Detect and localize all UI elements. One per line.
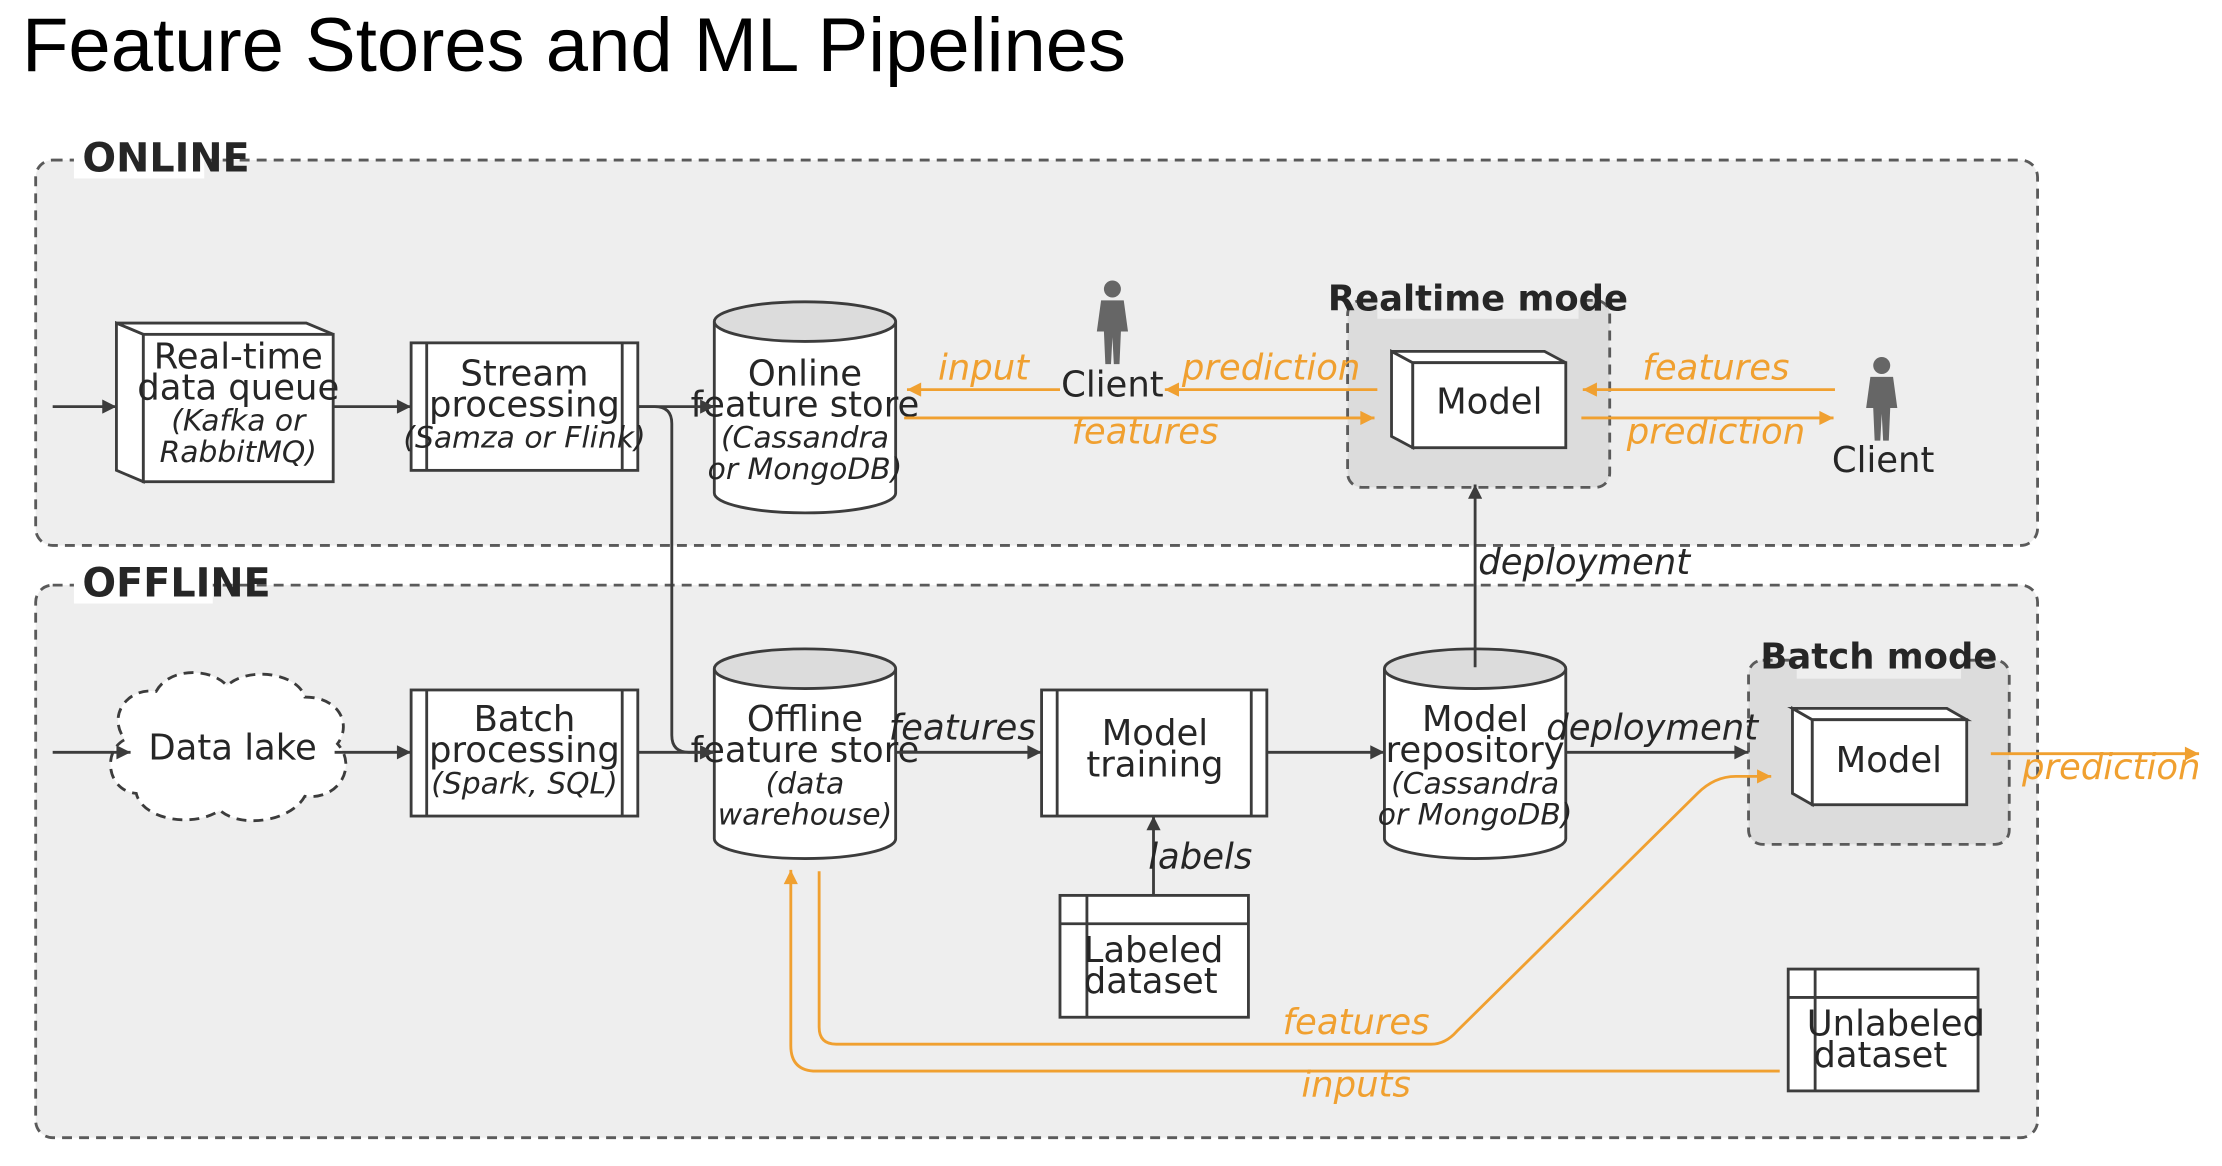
client-person-icon-2 bbox=[1866, 357, 1898, 441]
edge-label-labels: labels bbox=[1148, 836, 1252, 877]
realtime-label-bg bbox=[1377, 284, 1579, 319]
batch-model: Model bbox=[1787, 705, 1973, 808]
batch-label-bg bbox=[1796, 644, 1962, 679]
queue-label-2: data queue bbox=[137, 368, 339, 409]
edge-label-inputs: inputs bbox=[1301, 1065, 1411, 1106]
batch-label-1: Batch bbox=[474, 699, 576, 740]
offline-feature-store: Offline feature store (data warehouse) bbox=[691, 647, 920, 860]
offline-group bbox=[34, 583, 2039, 1140]
model-training: Model training bbox=[1040, 688, 1269, 818]
edge-label-features-offline: features bbox=[889, 708, 1036, 749]
online-store-label-1: Online bbox=[748, 353, 862, 394]
training-label-2: training bbox=[1086, 744, 1223, 785]
client-label: Client bbox=[1061, 365, 1164, 406]
model-repository: Model repository (Cassandra or MongoDB) bbox=[1378, 647, 1573, 860]
realtime-mode-label: Realtime mode bbox=[1328, 278, 1628, 319]
labeled-label-1: Labeled bbox=[1084, 930, 1224, 971]
batch-mode-label: Batch mode bbox=[1760, 637, 1997, 678]
repo-sub-1: (Cassandra bbox=[1391, 766, 1559, 801]
queue-sub-1: (Kafka or bbox=[171, 404, 307, 439]
data-lake-label: Data lake bbox=[148, 727, 316, 768]
stream-sub: (Samza or Flink) bbox=[403, 421, 645, 456]
online-store-sub-1: (Cassandra bbox=[721, 421, 889, 456]
offline-store-label-2: feature store bbox=[691, 730, 920, 771]
offline-group-label: OFFLINE bbox=[82, 560, 270, 606]
unlabeled-dataset: Unlabeled dataset bbox=[1786, 967, 1985, 1093]
realtime-data-queue: Real-time data queue (Kafka or RabbitMQ) bbox=[115, 320, 339, 484]
online-feature-store: Online feature store (Cassandra or Mongo… bbox=[691, 300, 920, 515]
edge-label-features-client: features bbox=[1642, 348, 1789, 389]
training-label-1: Model bbox=[1102, 713, 1208, 754]
queue-label-1: Real-time bbox=[154, 336, 323, 377]
repo-label-1: Model bbox=[1422, 699, 1528, 740]
edge-label-input: input bbox=[938, 348, 1030, 389]
labeled-label-2: dataset bbox=[1084, 961, 1218, 1002]
data-lake-cloud: Data lake bbox=[109, 671, 348, 823]
offline-store-sub-1: (data bbox=[766, 766, 845, 801]
online-store-label-2: feature store bbox=[691, 385, 920, 426]
batch-model-label: Model bbox=[1836, 740, 1942, 781]
client-label-2: Client bbox=[1832, 440, 1935, 481]
edge-label-features-online: features bbox=[1071, 411, 1218, 452]
stream-label-1: Stream bbox=[460, 353, 588, 394]
repo-label-2: repository bbox=[1386, 730, 1565, 771]
arrow-inputs-to-offline-store bbox=[783, 869, 1780, 1073]
realtime-model-label: Model bbox=[1436, 382, 1542, 423]
stream-label-2: processing bbox=[429, 385, 620, 426]
edge-label-features-batch: features bbox=[1283, 1002, 1430, 1043]
batch-label-2: processing bbox=[429, 730, 620, 771]
offline-label-bg bbox=[73, 566, 213, 604]
offline-store-label-1: Offline bbox=[747, 699, 863, 740]
client-person-icon bbox=[1096, 280, 1129, 365]
edge-label-prediction-client2: prediction bbox=[1626, 411, 1805, 452]
labeled-dataset: Labeled dataset bbox=[1058, 893, 1250, 1019]
page-title: Feature Stores and ML Pipelines bbox=[22, 3, 1127, 88]
unlabeled-label-1: Unlabeled bbox=[1807, 1004, 1985, 1045]
online-label-bg bbox=[73, 141, 205, 179]
unlabeled-label-2: dataset bbox=[1813, 1035, 1947, 1076]
batch-sub: (Spark, SQL) bbox=[431, 766, 617, 801]
batch-processing: Batch processing (Spark, SQL) bbox=[409, 688, 640, 818]
edge-label-prediction-batch: prediction bbox=[2021, 747, 2200, 788]
arrow-features-to-batch-model bbox=[817, 769, 1772, 1046]
edge-label-prediction: prediction bbox=[1181, 348, 1360, 389]
online-group-label: ONLINE bbox=[82, 135, 249, 181]
online-store-sub-2: or MongoDB) bbox=[708, 452, 903, 487]
edge-label-deployment-batch: deployment bbox=[1546, 708, 1759, 749]
stream-processing: Stream processing (Samza or Flink) bbox=[403, 341, 646, 472]
edge-label-deployment-realtime: deployment bbox=[1478, 542, 1691, 583]
repo-sub-2: or MongoDB) bbox=[1378, 798, 1573, 833]
offline-store-sub-2: warehouse) bbox=[718, 798, 892, 833]
queue-sub-2: RabbitMQ) bbox=[160, 435, 317, 470]
realtime-model: Model bbox=[1390, 348, 1568, 451]
